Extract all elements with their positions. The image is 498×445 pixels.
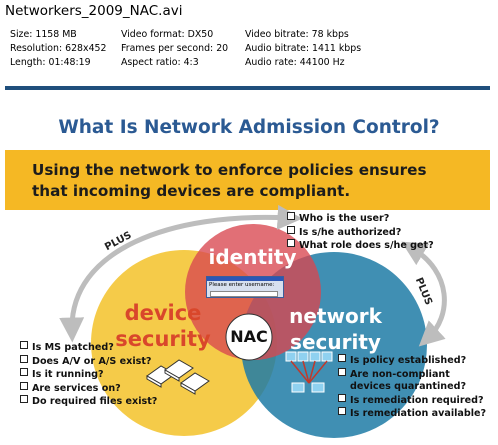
network-switch-icons — [285, 351, 333, 393]
checkbox-icon — [20, 341, 28, 349]
banner-text: Using the network to enforce policies en… — [32, 160, 472, 202]
network-questions: Is policy established? Are non-compliant… — [338, 354, 486, 421]
network-label-line-1: network — [289, 304, 382, 328]
banner-line-1: Using the network to enforce policies en… — [32, 161, 427, 179]
checkbox-icon — [338, 367, 346, 376]
list-item: devices quarantined? — [350, 381, 467, 392]
checkbox-icon — [287, 212, 295, 220]
list-item: Are non-compliant — [338, 367, 486, 382]
checkbox-icon — [338, 354, 346, 362]
device-questions: Is MS patched? Does A/V or A/S exist? Is… — [20, 341, 157, 409]
checkbox-icon — [20, 381, 28, 390]
dialog-titlebar — [207, 277, 283, 281]
checkbox-icon — [20, 395, 28, 403]
list-item: Who is the user? — [287, 212, 434, 226]
list-item: Does A/V or A/S exist? — [20, 354, 157, 369]
file-title: Networkers_2009_NAC.avi — [5, 3, 183, 19]
banner-line-2: that incoming devices are compliant. — [32, 182, 351, 200]
device-security-label: device security — [108, 300, 218, 352]
video-bitrate: Video bitrate: 78 kbps — [245, 29, 349, 40]
left-plus-arrow — [59, 204, 303, 343]
file-info-col3: Video bitrate: 78 kbps Audio bitrate: 14… — [245, 28, 361, 70]
network-label-line-2: security — [290, 330, 381, 354]
list-item: Is it running? — [20, 368, 157, 382]
dialog-field — [210, 291, 278, 297]
list-item: Is remediation required? — [338, 393, 486, 408]
nac-label: NAC — [230, 327, 268, 346]
list-item: Is MS patched? — [20, 341, 157, 355]
file-length: Length: 01:48:19 — [10, 57, 91, 68]
list-item: Is s/he authorized? — [287, 225, 434, 240]
list-item: Is policy established? — [338, 354, 486, 368]
list-item: Are services on? — [20, 381, 157, 396]
checkbox-icon — [287, 225, 295, 234]
file-size: Size: 1158 MB — [10, 29, 77, 40]
identity-questions: Who is the user? Is s/he authorized? Wha… — [287, 212, 434, 253]
username-dialog-icon: Please enter username: — [206, 276, 284, 298]
checkbox-icon — [20, 368, 28, 376]
checkbox-icon — [338, 407, 346, 415]
audio-bitrate: Audio bitrate: 1411 kbps — [245, 43, 362, 54]
list-item: What role does s/he get? — [287, 239, 434, 253]
header-divider — [5, 86, 490, 90]
audio-rate: Audio rate: 44100 Hz — [245, 57, 345, 68]
dialog-prompt: Please enter username: — [209, 282, 275, 288]
slide-title: What Is Network Admission Control? — [58, 117, 440, 138]
list-item: Is remediation available? — [338, 407, 486, 421]
checkbox-icon — [338, 393, 346, 402]
list-item: Do required files exist? — [20, 395, 157, 409]
checkbox-icon — [20, 354, 28, 363]
network-security-label: network security — [283, 303, 388, 355]
banner — [5, 150, 490, 210]
device-label-line-2: security — [115, 327, 211, 351]
right-plus-arrow — [401, 241, 447, 347]
device-label-line-1: device — [124, 301, 202, 325]
file-resolution: Resolution: 628x452 — [10, 43, 107, 54]
file-info-col2: Video format: DX50 Frames per second: 20… — [121, 28, 228, 70]
frames-per-second: Frames per second: 20 — [121, 43, 229, 54]
laptop-icons — [146, 359, 210, 395]
video-format: Video format: DX50 — [121, 29, 214, 40]
file-info-col1: Size: 1158 MB Resolution: 628x452 Length… — [10, 28, 106, 70]
aspect-ratio: Aspect ratio: 4:3 — [121, 57, 199, 68]
checkbox-icon — [287, 239, 295, 247]
identity-label: identity — [208, 245, 297, 269]
